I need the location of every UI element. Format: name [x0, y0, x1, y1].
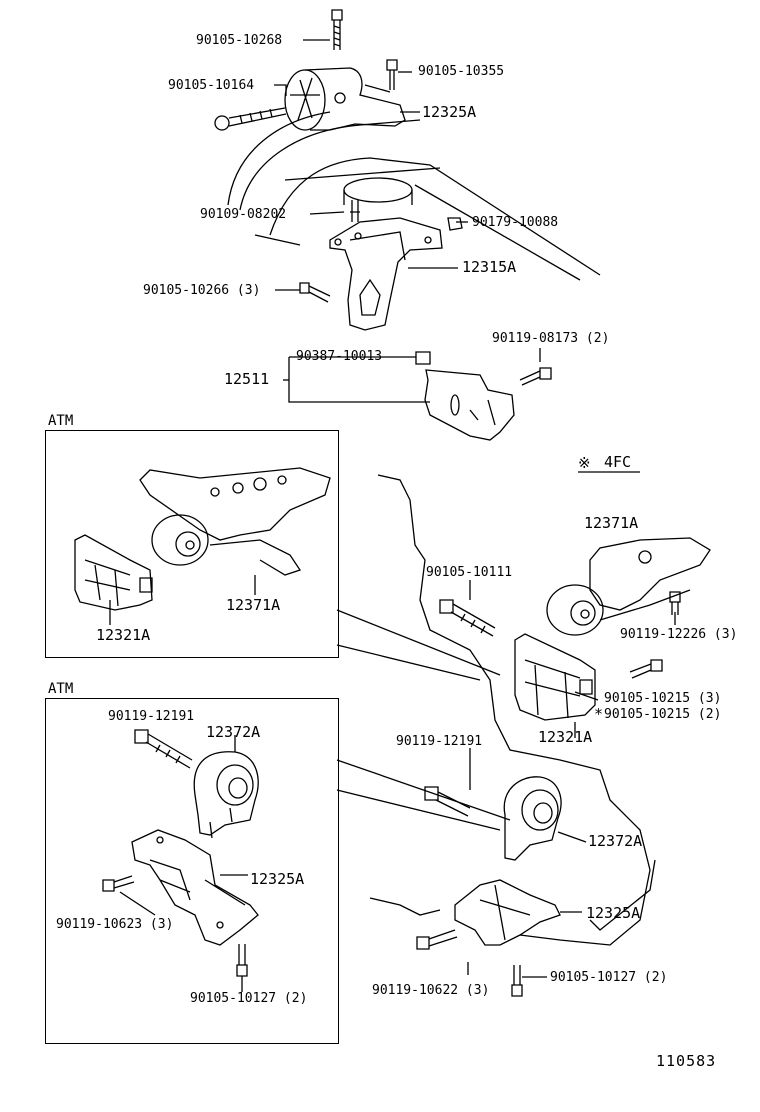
part-label-90119-10622: 90119-10622 (3) — [372, 983, 490, 998]
part-label-90105-10164: 90105-10164 — [168, 78, 255, 93]
part-label-12315A: 12315A — [462, 258, 517, 276]
part-label-90105-10268: 90105-10268 — [196, 33, 283, 48]
part-label-atm1-12371A: 12371A — [226, 596, 281, 614]
part-label-90179-10088: 90179-10088 — [472, 215, 559, 230]
part-label-90119-12191: 90119-12191 — [396, 734, 483, 749]
atm2-assembly — [103, 730, 258, 976]
bolt-90105-10355 — [387, 60, 397, 90]
asterisk-mark: * — [594, 705, 604, 723]
part-label-atm2-90119-12191: 90119-12191 — [108, 709, 195, 724]
part-label-fc-12371A: 12371A — [584, 514, 639, 532]
fc-note-label: 4FC — [604, 453, 632, 471]
part-label-90105-10111: 90105-10111 — [426, 565, 513, 580]
part-label-atm2-90119-10623: 90119-10623 (3) — [56, 917, 174, 932]
bolt-90105-10268 — [332, 10, 342, 50]
bolt-90105-10164 — [215, 108, 286, 130]
diagram-reference-number: 110583 — [656, 1052, 717, 1070]
part-label-90387-10013: 90387-10013 — [296, 349, 383, 364]
part-label-90105-10215-a: 90105-10215 (3) — [604, 691, 722, 706]
leader-lines-top — [274, 40, 540, 402]
part-label-fc-12321A: 12321A — [538, 728, 593, 746]
nut-90179-10088 — [448, 218, 462, 230]
part-label-90105-10266: 90105-10266 (3) — [143, 283, 261, 298]
part-label-12325A-top: 12325A — [422, 103, 477, 121]
atm-panel-2-title: ATM — [48, 681, 74, 697]
part-label-12511: 12511 — [224, 370, 270, 388]
part-label-90119-12226: 90119-12226 (3) — [620, 627, 738, 642]
atm-panel-1-title: ATM — [48, 413, 74, 429]
part-label-atm1-12321A: 12321A — [96, 626, 151, 644]
part-label-atm2-12372A: 12372A — [206, 723, 261, 741]
stud-90109-08202 — [350, 200, 360, 222]
atm1-assembly — [75, 468, 330, 610]
bolt-90119-08173 — [520, 368, 551, 385]
bracket-12511 — [416, 352, 514, 440]
engine-block-outline — [228, 112, 600, 280]
connection-lines — [337, 475, 655, 945]
bolt-90105-10266 — [300, 283, 330, 302]
part-label-12325A: 12325A — [586, 904, 641, 922]
part-label-90105-10355: 90105-10355 — [418, 64, 505, 79]
part-label-90119-08173: 90119-08173 (2) — [492, 331, 610, 346]
atm-panel-1 — [45, 430, 339, 658]
part-label-atm2-90105-10127: 90105-10127 (2) — [190, 991, 308, 1006]
upper-engine-mount — [285, 68, 405, 130]
part-label-90109-08202: 90109-08202 — [200, 207, 287, 222]
fc-assembly — [417, 538, 710, 996]
part-label-atm2-12325A: 12325A — [250, 870, 305, 888]
fc-note-mark: ※ — [578, 454, 591, 472]
atm-panel-2 — [45, 698, 339, 1044]
part-label-90105-10215-b: 90105-10215 (2) — [604, 707, 722, 722]
part-label-12372A: 12372A — [588, 832, 643, 850]
bracket-12315A — [330, 178, 442, 330]
leader-lines-lower — [110, 575, 675, 992]
part-label-90105-10127: 90105-10127 (2) — [550, 970, 668, 985]
